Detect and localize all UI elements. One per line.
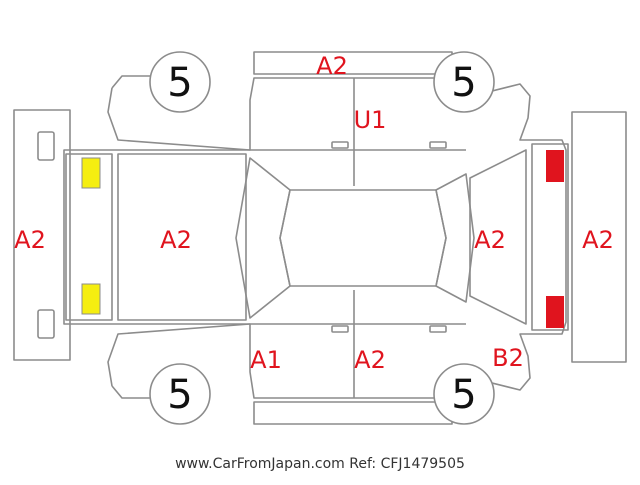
rear-lamp-bottom [546, 296, 564, 328]
front-left-fender [107, 75, 251, 151]
roof-rail-top [253, 51, 453, 75]
rear-bumper-panel [571, 111, 627, 363]
front-bumper-slot-top [37, 131, 55, 161]
tire-front-right-ring [149, 363, 211, 425]
tire-rear-left-grade: 5 [451, 60, 476, 106]
front-right-fender [107, 323, 251, 399]
windshield [235, 157, 291, 319]
damage-code-front-bumper: A2 [14, 226, 46, 254]
tire-front-right-grade: 5 [167, 372, 192, 418]
damage-code-trunk: A2 [474, 226, 506, 254]
door-handle-front-bottom [331, 325, 349, 333]
trunk-panel [469, 149, 527, 325]
tire-front-left-grade: 5 [167, 60, 192, 106]
tire-rear-left-ring [433, 51, 495, 113]
tire-rear-right-grade: 5 [451, 372, 476, 418]
rear-lamp-strip [531, 143, 569, 331]
front-lamp-top [81, 157, 101, 189]
damage-code-front-door-bottom: A1 [250, 346, 282, 374]
tire-front-left-ring [149, 51, 211, 113]
front-bumper-slot-bottom [37, 309, 55, 339]
roof-panel [279, 189, 447, 287]
door-handle-rear-top [429, 141, 447, 149]
front-lamp-bottom [81, 283, 101, 315]
damage-code-rear-quarter-bottom: B2 [492, 344, 524, 372]
door-handle-front-top [331, 141, 349, 149]
damage-code-rear-door-top: U1 [354, 106, 387, 134]
damage-code-rear-door-bottom: A2 [354, 346, 386, 374]
front-lamp-strip [65, 153, 113, 321]
roof-rail-bottom [253, 401, 453, 425]
damage-code-rear-bumper: A2 [582, 226, 614, 254]
door-handle-rear-bottom [429, 325, 447, 333]
rear-window [435, 173, 475, 303]
front-bumper-panel [13, 109, 71, 361]
hood-panel [117, 153, 247, 321]
tire-rear-right-ring [433, 363, 495, 425]
rear-lamp-top [546, 150, 564, 182]
damage-code-hood: A2 [160, 226, 192, 254]
reference-footer: www.CarFromJapan.com Ref: CFJ1479505 [175, 456, 465, 472]
damage-code-roof-edge-top: A2 [316, 52, 348, 80]
